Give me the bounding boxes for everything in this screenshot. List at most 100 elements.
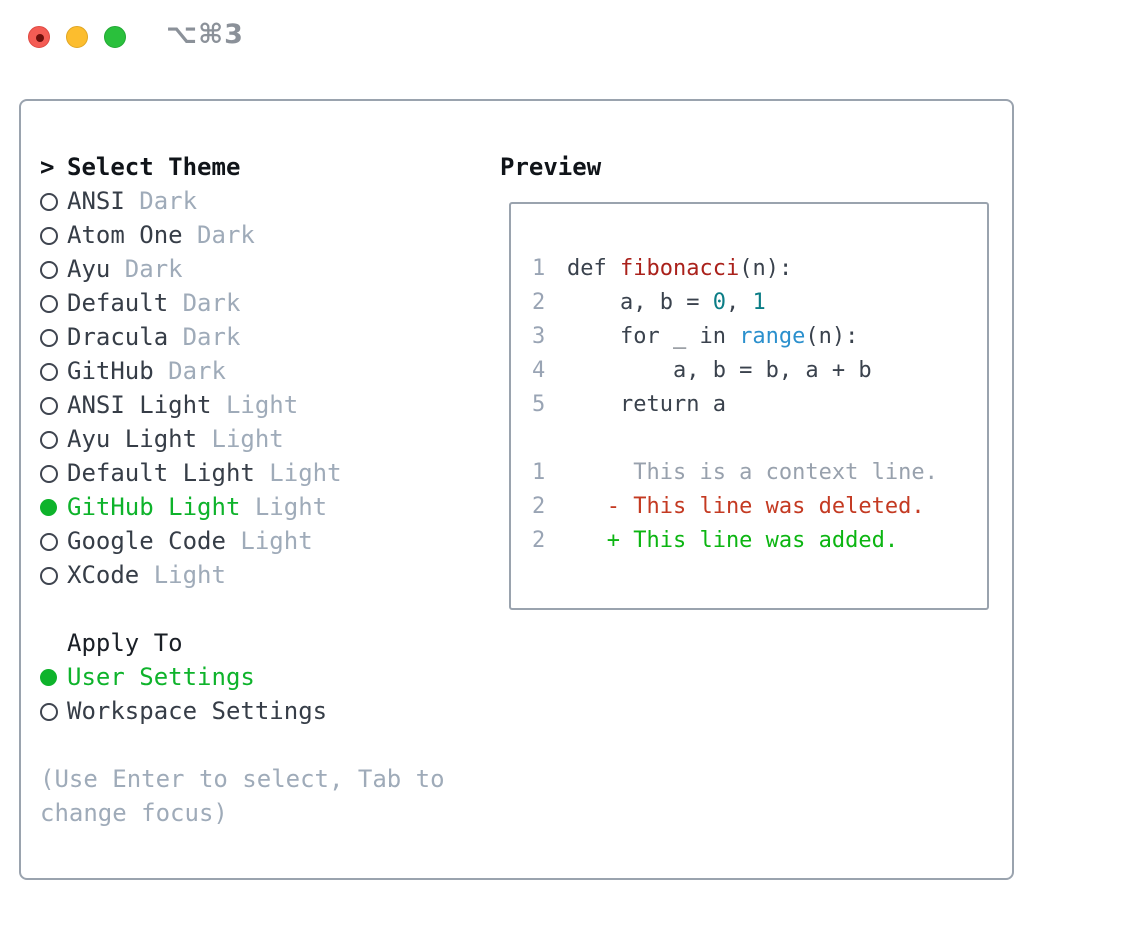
option-variant-label: Dark <box>168 357 226 385</box>
code-segment-deleted: - This line was deleted. <box>567 494 925 519</box>
option-variant-label: Light <box>153 561 226 589</box>
radio-unselected-icon <box>40 320 67 354</box>
radio-circle-icon <box>40 192 58 211</box>
theme-option[interactable]: Default Dark <box>40 286 445 320</box>
theme-option[interactable]: ANSI Dark <box>40 184 445 218</box>
close-button[interactable] <box>28 26 50 48</box>
radio-unselected-icon <box>40 354 67 388</box>
code-segment-code: return a <box>567 392 726 417</box>
option-label: Default <box>67 289 183 317</box>
option-label: Google Code <box>67 527 241 555</box>
theme-option[interactable]: Default Light Light <box>40 456 445 490</box>
window-shortcut-label: ⌥⌘3 <box>166 19 244 50</box>
code-segment-added: + This line was added. <box>567 528 899 553</box>
radio-unselected-icon <box>40 694 67 728</box>
option-variant-label: Dark <box>182 323 241 351</box>
preview-line: 2 a, b = 0, 1 <box>532 286 987 320</box>
line-number: 2 <box>532 290 546 315</box>
code-segment-builtin: range <box>739 324 806 349</box>
theme-option[interactable]: Google Code Light <box>40 524 445 558</box>
option-label: ANSI <box>67 187 140 215</box>
radio-unselected-icon <box>40 422 67 456</box>
zoom-button[interactable] <box>104 26 126 48</box>
theme-picker-header: >Select Theme <box>40 150 445 184</box>
theme-option[interactable]: Ayu Dark <box>40 252 445 286</box>
radio-circle-icon <box>40 702 58 721</box>
preview-line: 5 return a <box>532 388 987 422</box>
titlebar: ⌥⌘3 <box>0 0 1140 74</box>
line-number: 2 <box>532 528 546 553</box>
theme-option[interactable]: Atom One Dark <box>40 218 445 252</box>
code-segment-num: 0 <box>712 290 726 315</box>
preview-line: 2 - This line was deleted. <box>532 490 987 524</box>
theme-option[interactable]: GitHub Dark <box>40 354 445 388</box>
hint-line-2: change focus) <box>40 799 228 827</box>
option-label: User Settings <box>67 663 255 691</box>
code-segment-code: a, b = b, a + b <box>567 358 872 383</box>
option-label: Workspace Settings <box>67 697 328 725</box>
option-variant-label: Light <box>269 459 342 487</box>
radio-circle-icon <box>40 464 58 483</box>
radio-unselected-icon <box>40 388 67 422</box>
option-variant-label: Dark <box>197 221 255 249</box>
option-label: Default Light <box>67 459 270 487</box>
apply-to-option[interactable]: User Settings <box>40 660 445 694</box>
theme-option[interactable]: ANSI Light Light <box>40 388 445 422</box>
option-label: GitHub Light <box>67 493 255 521</box>
line-number: 3 <box>532 324 546 349</box>
theme-option[interactable]: GitHub Light Light <box>40 490 445 524</box>
radio-selected-icon <box>40 490 67 524</box>
option-variant-label: Light <box>211 425 284 453</box>
option-variant-label: Light <box>225 391 299 419</box>
apply-to-header: Apply To <box>40 626 445 660</box>
theme-option[interactable]: XCode Light <box>40 558 445 592</box>
line-number: 5 <box>532 392 546 417</box>
radio-unselected-icon <box>40 218 67 252</box>
radio-circle-icon <box>40 226 58 245</box>
spacer-row <box>40 592 445 626</box>
preview-title: Preview <box>500 153 602 181</box>
radio-circle-icon <box>40 294 58 313</box>
option-label: Atom One <box>67 221 198 249</box>
radio-selected-icon <box>40 660 67 694</box>
option-variant-label: Light <box>240 527 313 555</box>
option-variant-label: Dark <box>139 187 198 215</box>
apply-to-title: Apply To <box>67 629 183 657</box>
option-label: Dracula <box>67 323 183 351</box>
line-number: 1 <box>532 460 546 485</box>
radio-unselected-icon <box>40 456 67 490</box>
code-segment-context: This is a context line. <box>567 460 938 485</box>
code-segment-code: def <box>567 256 620 281</box>
preview-line <box>532 422 987 456</box>
radio-unselected-icon <box>40 524 67 558</box>
theme-option[interactable]: Dracula Dark <box>40 320 445 354</box>
code-segment-num: 1 <box>752 290 766 315</box>
theme-option[interactable]: Ayu Light Light <box>40 422 445 456</box>
radio-unselected-icon <box>40 252 67 286</box>
code-segment-code: for _ in <box>567 324 740 349</box>
option-label: ANSI Light <box>67 391 226 419</box>
code-segment-code: , <box>725 290 753 315</box>
radio-circle-icon <box>40 532 58 551</box>
preview-line: 2 + This line was added. <box>532 524 987 558</box>
radio-unselected-icon <box>40 558 67 592</box>
radio-circle-icon <box>40 328 58 347</box>
line-number: 2 <box>532 494 546 519</box>
theme-picker-title: Select Theme <box>67 153 241 181</box>
radio-circle-icon <box>40 566 58 585</box>
radio-unselected-icon <box>40 184 67 218</box>
option-variant-label: Light <box>254 493 328 521</box>
line-number: 4 <box>532 358 546 383</box>
minimize-button[interactable] <box>66 26 88 48</box>
code-segment-func: fibonacci <box>619 256 740 281</box>
radio-circle-icon <box>40 260 58 279</box>
apply-to-option[interactable]: Workspace Settings <box>40 694 445 728</box>
radio-circle-icon <box>40 396 58 415</box>
code-segment-code: a, b = <box>567 290 713 315</box>
radio-circle-icon <box>40 499 57 516</box>
